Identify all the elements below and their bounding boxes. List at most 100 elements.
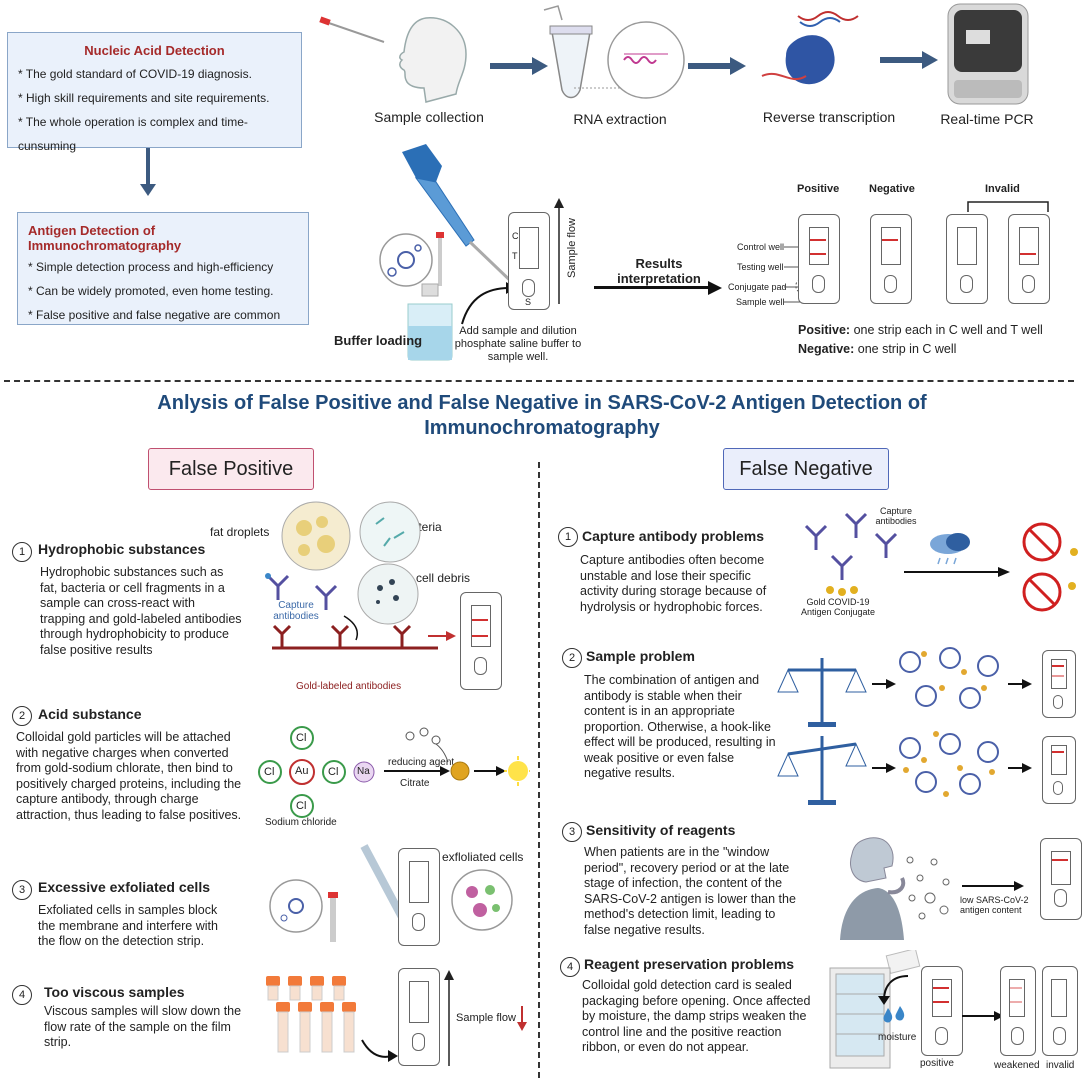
positive-strip-label: positive [920,1058,954,1069]
antigen-bullet-3: * False positive and false negative are … [28,308,281,322]
pipeline-arrow-1-icon [490,57,548,75]
stage-rna-extraction: RNA extraction [573,111,667,127]
fn2-arrow-3-icon [1008,679,1032,689]
gold-labeled-label: Gold-labeled antibodies [296,681,402,692]
fn3-arrow-icon [962,881,1024,891]
top-divider [4,380,1074,382]
main-title-line-1: Anlysis of False Positive and False Nega… [157,392,927,414]
virus-complex-2-icon [899,731,999,797]
fp4-curve-arrow-icon [361,1039,398,1062]
fp-title-2: Acid substance [38,706,142,722]
cl-bottom: Cl [296,800,307,812]
antigen-box: Antigen Detection of Immunochromatograph… [17,212,309,325]
main-title-line-2: Immunochromatography [424,417,660,439]
antigen-title: Antigen Detection of Immunochromatograph… [28,223,182,253]
fp4-strip [398,968,440,1066]
fridge-icon [829,950,921,1069]
sodium-chloride-label: Sodium chloride [265,817,337,828]
stage-reverse-transcription: Reverse transcription [762,109,896,125]
viscous-tubes-icon [266,976,356,1053]
false-negative-label: False Negative [723,448,889,490]
low-content-label: low SARS-CoV-2 antigen content [960,895,1029,915]
results-arrow-icon [594,281,722,295]
fn3-strip [1040,838,1082,920]
false-positive-label: False Positive [148,448,314,490]
stage-sample-collection: Sample collection [374,109,484,125]
strip-t-label: T [512,251,518,261]
fn-num-3: 3 [562,822,582,842]
cl-right: Cl [328,766,339,778]
cell-debris-label: cell debris [416,571,471,585]
cl-top: Cl [296,732,307,744]
fp-body-2: Colloidal gold particles will be attache… [16,730,242,822]
invalid-bracket [967,201,1049,212]
fn2-strip-1 [1042,650,1076,718]
nucleic-acid-box: Nucleic Acid Detection * The gold standa… [7,32,302,153]
na: Na [357,766,370,777]
reducing-agent-label: reducing agent [388,757,455,768]
conjugate-pad-label: Conjugate pad [728,282,787,292]
head-profile-icon [399,17,467,103]
fn-title-4: Reagent preservation problems [584,956,795,972]
nucleic-acid-title: Nucleic Acid Detection [84,43,225,58]
fn-num-1: 1 [558,527,578,547]
results-interpretation-label: Results interpretation [617,256,701,286]
gold-conjugate-label: Gold COVID-19 Antigen Conjugate [800,597,876,617]
fn4-strip-weakened [1000,966,1036,1056]
strip-positive [798,214,840,304]
no-antibody-icon [1022,522,1078,612]
positive-rule: Positive: one strip each in C well and T… [798,323,1043,337]
capture-antibodies-label-fn: Capture antibodies [875,506,917,526]
buffer-bottle-icon [407,283,453,361]
buffer-loading-label: Buffer loading [334,333,423,348]
capture-antibodies-label-fp: Capture antibodies [273,600,319,622]
positive-rule-label: Positive: [798,323,851,337]
fp3-strip [398,848,440,946]
fn1-arrow-icon [904,567,1010,577]
fp1-strip [460,592,502,690]
pipeline-arrow-2-icon [688,57,746,75]
fn-num-4: 4 [560,957,580,977]
exfoliated-label: exfloliated cells [442,850,524,864]
fn-title-1: Capture antibody problems [582,528,765,544]
strip-c-label: C [512,231,519,241]
citrate-label: Citrate [400,778,430,789]
sample-flow-arrow-icon [554,198,564,304]
positive-header: Positive [797,183,840,195]
strip-negative [870,214,912,304]
antigen-bullet-2: * Can be widely promoted, even home test… [28,284,274,298]
virus-magnifier-icon [379,233,433,287]
fn-body-3: When patients are in the "window period"… [584,845,796,937]
fp-title-4: Too viscous samples [44,984,185,1000]
fp-title-1: Hydrophobic substances [38,541,206,557]
positive-rule-text: one strip each in C well and T well [850,323,1043,337]
main-title: Anlysis of False Positive and False Nega… [20,391,1064,441]
fp1-arrow-icon [428,631,456,641]
fn4-strip-positive [921,966,963,1056]
fat-droplets-label: fat droplets [210,525,270,539]
invalid-header: Invalid [985,183,1020,195]
fn2-arrow-4-icon [1008,763,1032,773]
cl-left: Cl [264,766,275,778]
testing-well-label: Testing well [737,262,784,272]
negative-header: Negative [869,183,915,195]
negative-rule-label: Negative: [798,342,855,356]
strip-invalid-1 [946,214,988,304]
balance-scale-1-icon [777,658,867,727]
pcr-machine-icon [947,3,1029,105]
balance-scale-2-icon [777,736,867,805]
strip-invalid-2 [1008,214,1050,304]
virus-complex-1-icon [899,647,999,709]
fn2-arrow-2-icon [872,763,896,773]
swab-tube-icon [436,232,444,286]
fn-body-1: Capture antibodies often become unstable… [580,553,767,614]
antigen-bullet-1: * Simple detection process and high-effi… [28,260,274,274]
weakened-strip-label: weakened [994,1060,1040,1071]
assay-strip: C T S [508,212,550,310]
down-arrow-icon [140,148,156,196]
swab-icon [319,16,385,43]
fn2-arrow-1-icon [872,679,896,689]
fp4-flow-arrow-icon [444,970,454,1066]
rain-cloud-icon [930,533,970,565]
fp-num-4: 4 [12,985,32,1005]
